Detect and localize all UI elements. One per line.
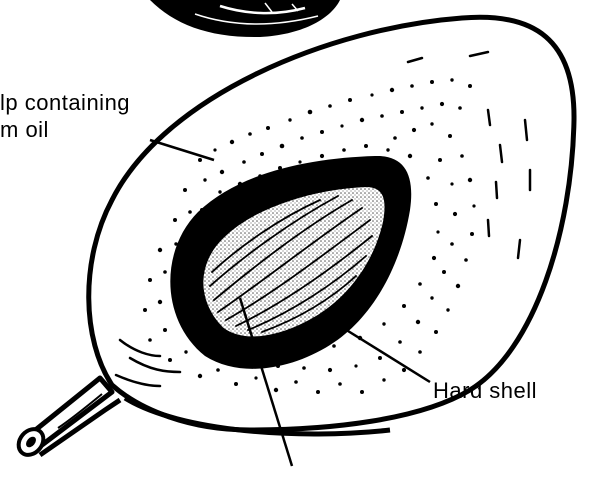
fruit-stalk	[14, 378, 120, 460]
pulp-label-line-2: m oil	[0, 119, 49, 141]
hard-shell-label: Hard shell	[433, 380, 537, 402]
pulp-label-line-1: lp containing	[0, 92, 130, 114]
top-fruit	[150, 0, 340, 37]
